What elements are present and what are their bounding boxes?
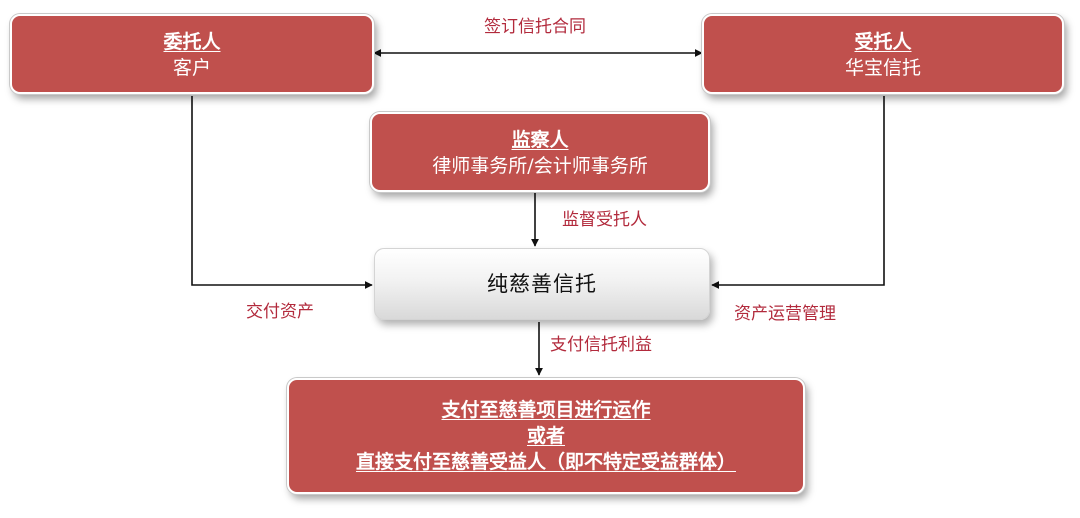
deliver-assets-label: 交付资产: [246, 302, 314, 322]
supervisor-role: 监察人: [511, 129, 569, 151]
supervisor-name: 律师事务所/会计师事务所: [432, 155, 648, 177]
outcome-box: 支付至慈善项目进行运作 或者 直接支付至慈善受益人（即不特定受益群体）: [287, 378, 805, 494]
principal-name: 客户: [172, 57, 211, 79]
asset-management-label: 资产运营管理: [734, 304, 836, 324]
outcome-line-3: 直接支付至慈善受益人（即不特定受益群体）: [355, 451, 736, 473]
asset-management-arrow: [711, 96, 885, 289]
supervisor-box: 监察人 律师事务所/会计师事务所: [370, 112, 710, 192]
outcome-line-1: 支付至慈善项目进行运作: [441, 399, 651, 421]
trustee-role: 受托人: [854, 31, 912, 53]
outcome-line-2: 或者: [526, 425, 565, 447]
sign-contract-label: 签订信托合同: [484, 17, 586, 37]
pay-trust-benefit-label: 支付信托利益: [550, 335, 652, 355]
trustee-name: 华宝信托: [844, 57, 921, 79]
deliver-assets-arrow: [191, 96, 373, 289]
trust-name: 纯慈善信托: [487, 272, 597, 296]
principal-role: 委托人: [163, 31, 221, 53]
principal-box: 委托人 客户: [10, 14, 374, 94]
supervise-trustee-label: 监督受托人: [562, 210, 647, 230]
trust-box: 纯慈善信托: [374, 248, 710, 320]
trustee-box: 受托人 华宝信托: [702, 14, 1064, 94]
